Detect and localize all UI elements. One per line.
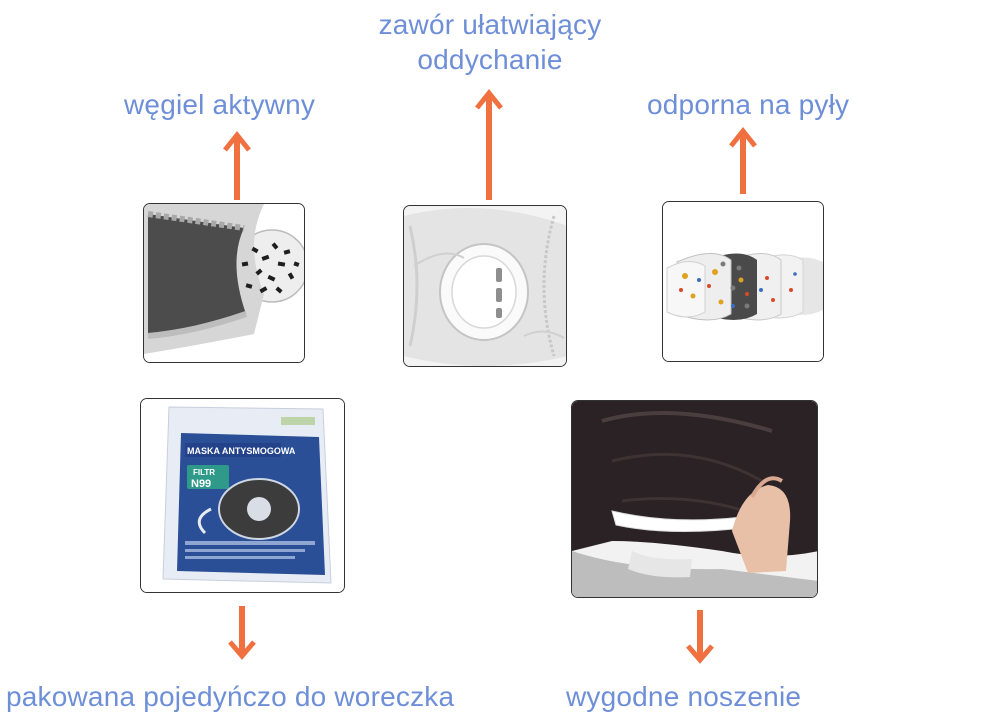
package-badge-line2: N99 [191,478,211,490]
package-badge-line1: FILTR [193,468,215,477]
activated-carbon-filter-image [144,204,304,362]
ear-loop-wearing-photo [572,401,817,597]
package-title: MASKA ANTYSMOGOWA [187,446,296,456]
valve-label-line2: oddychanie [417,44,563,75]
arrow-up-icon [223,130,251,200]
valve-label-line1: zawór ułatwiający [378,9,602,40]
carbon-card [143,203,305,363]
sealed-package-image: MASKA ANTYSMOGOWA FILTR N99 [141,399,344,592]
dust-card [662,201,824,362]
arrow-down-icon [686,610,714,664]
package-card: MASKA ANTYSMOGOWA FILTR N99 [140,398,345,593]
package-label: pakowana pojedyńczo do woreczka [6,681,455,712]
valve-card [403,205,567,367]
comfort-card [571,400,818,598]
filter-layers-image [663,202,823,361]
arrow-down-icon [228,606,256,660]
arrow-up-icon [475,88,503,200]
dust-label: odporna na pyły [647,89,850,120]
arrow-up-icon [729,126,757,194]
exhalation-valve-image [404,206,566,366]
comfort-label: wygodne noszenie [566,681,802,712]
carbon-label: węgiel aktywny [124,89,316,120]
